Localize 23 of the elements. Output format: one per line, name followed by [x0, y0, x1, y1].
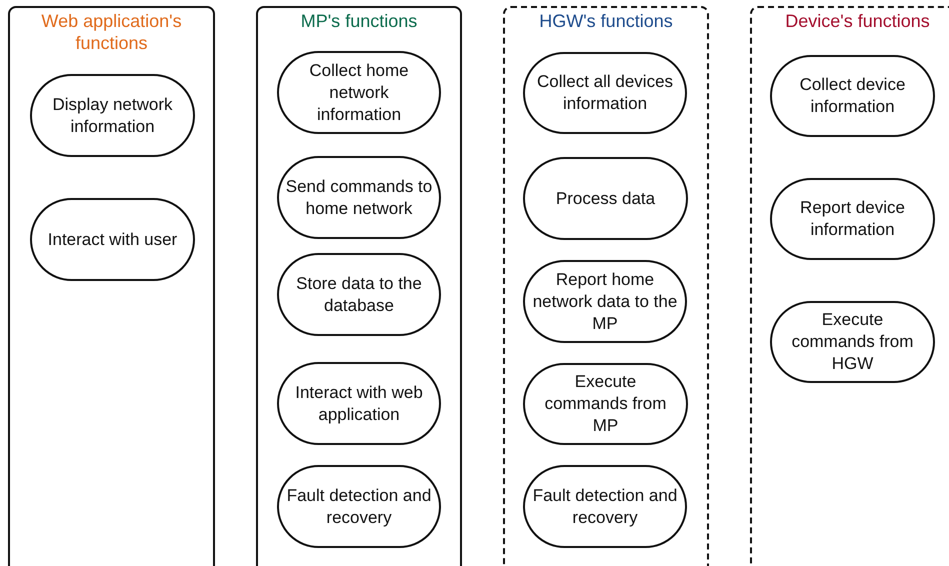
function-group-panel	[8, 6, 215, 566]
function-label: Send commands to home network	[284, 176, 434, 220]
function-label: Interact with user	[46, 228, 178, 250]
function-group-panel	[750, 6, 949, 566]
function-label: Collect all devices information	[536, 71, 674, 115]
function-group-panel	[503, 6, 709, 566]
function-label: Execute commands from HGW	[790, 309, 914, 375]
function-label: Display network information	[52, 94, 174, 138]
group-heading: HGW's functions	[538, 10, 674, 32]
function-label: Process data	[554, 188, 656, 210]
function-label: Report device information	[799, 197, 906, 241]
function-label: Collect device information	[798, 74, 906, 118]
function-group-panel	[256, 6, 462, 566]
group-heading: Device's functions	[784, 10, 931, 32]
function-label: Execute commands from MP	[544, 371, 668, 437]
group-heading: MP's functions	[300, 10, 418, 32]
group-heading: Web application's functions	[40, 10, 183, 54]
function-label: Store data to the database	[295, 272, 423, 316]
function-label: Collect home network information	[308, 60, 410, 126]
function-label: Interact with web application	[294, 382, 424, 426]
function-label: Fault detection and recovery	[286, 484, 432, 528]
function-label: Report home network data to the MP	[532, 268, 678, 334]
function-label: Fault detection and recovery	[532, 484, 678, 528]
